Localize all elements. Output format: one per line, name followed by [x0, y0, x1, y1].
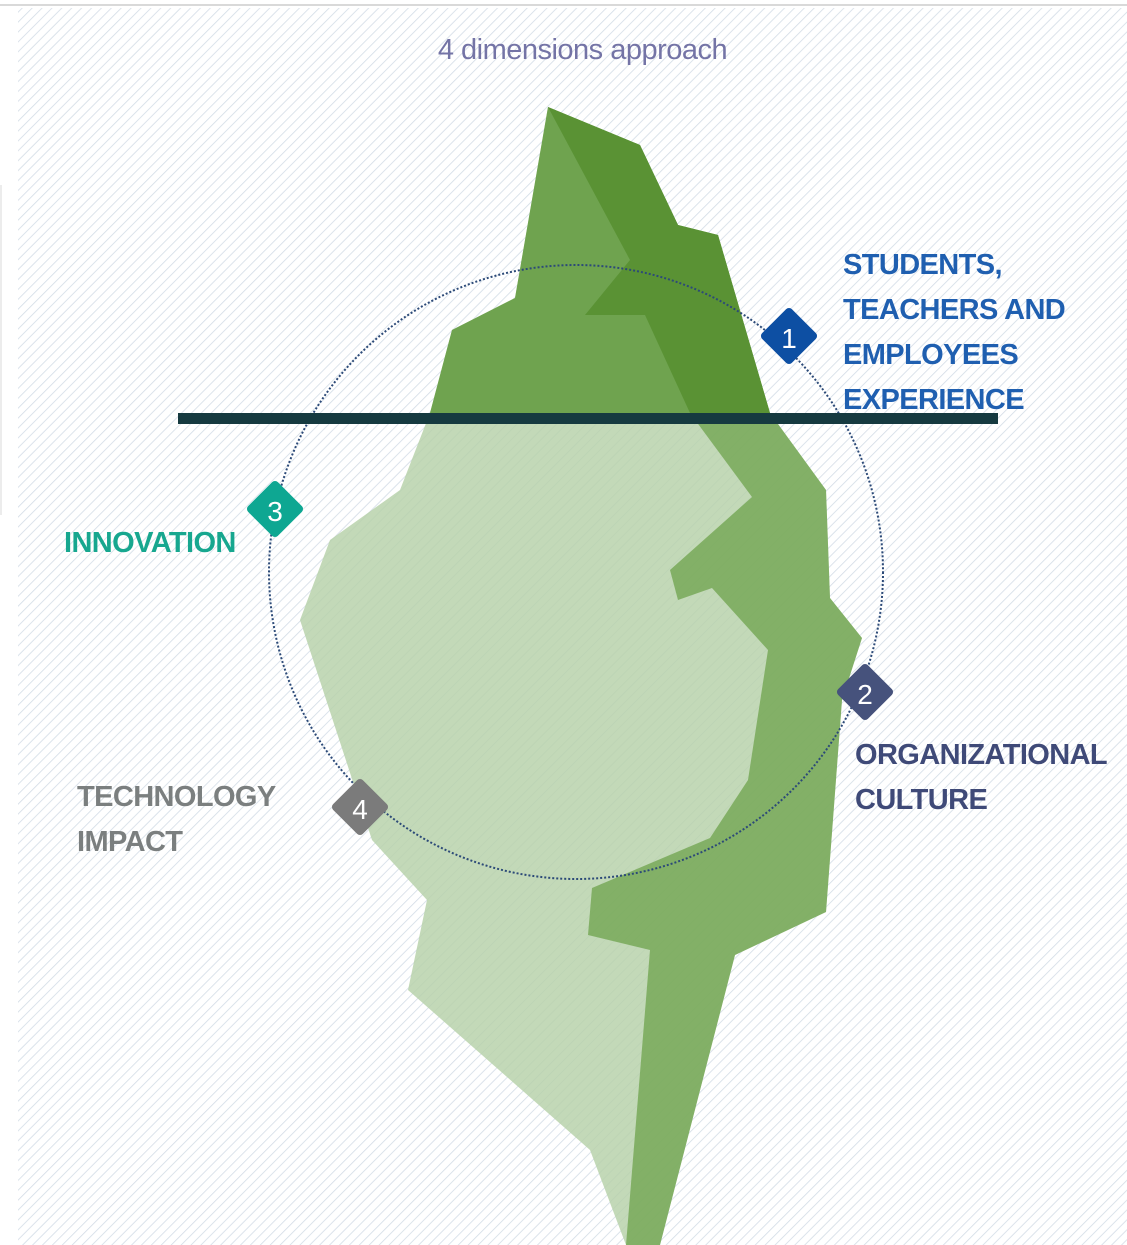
dimension-1-label: STUDENTS, TEACHERS AND EMPLOYEES EXPERIE… — [843, 243, 1066, 423]
dimension-4-label: TECHNOLOGY IMPACT — [77, 775, 276, 865]
dimension-4-label-line: TECHNOLOGY — [77, 781, 276, 813]
top-divider — [0, 4, 1127, 6]
dimensions-circle — [268, 264, 884, 880]
dimension-3-label-line: INNOVATION — [64, 527, 236, 559]
dimension-2-label-line: CULTURE — [855, 784, 988, 816]
dimension-3-label: INNOVATION — [64, 521, 236, 566]
dimension-1-label-line: STUDENTS, — [843, 249, 1003, 281]
dimension-4-number: 4 — [352, 794, 368, 825]
dimension-4-label-line: IMPACT — [77, 826, 183, 858]
iceberg-ridge-top — [548, 107, 770, 413]
waterline — [178, 413, 998, 424]
dimension-2-number: 2 — [857, 679, 873, 710]
dimension-4-marker: 4 — [331, 778, 389, 836]
dimension-3-marker: 3 — [246, 480, 304, 538]
dimension-3-number: 3 — [267, 496, 283, 527]
dimension-1-marker: 1 — [760, 307, 818, 365]
dimension-1-number: 1 — [781, 323, 797, 354]
dimension-2-label-line: ORGANIZATIONAL — [855, 739, 1108, 771]
dimension-2-marker: 2 — [836, 663, 894, 721]
dimension-1-label-line: EMPLOYEES — [843, 339, 1019, 371]
diagram-title: 4 dimensions approach — [437, 34, 728, 66]
left-divider — [0, 185, 2, 515]
dimension-1-label-line: TEACHERS AND — [843, 294, 1066, 326]
dimension-2-label: ORGANIZATIONAL CULTURE — [855, 733, 1108, 823]
iceberg-ridge-bottom — [588, 413, 862, 1245]
dimension-1-label-line: EXPERIENCE — [843, 384, 1025, 416]
